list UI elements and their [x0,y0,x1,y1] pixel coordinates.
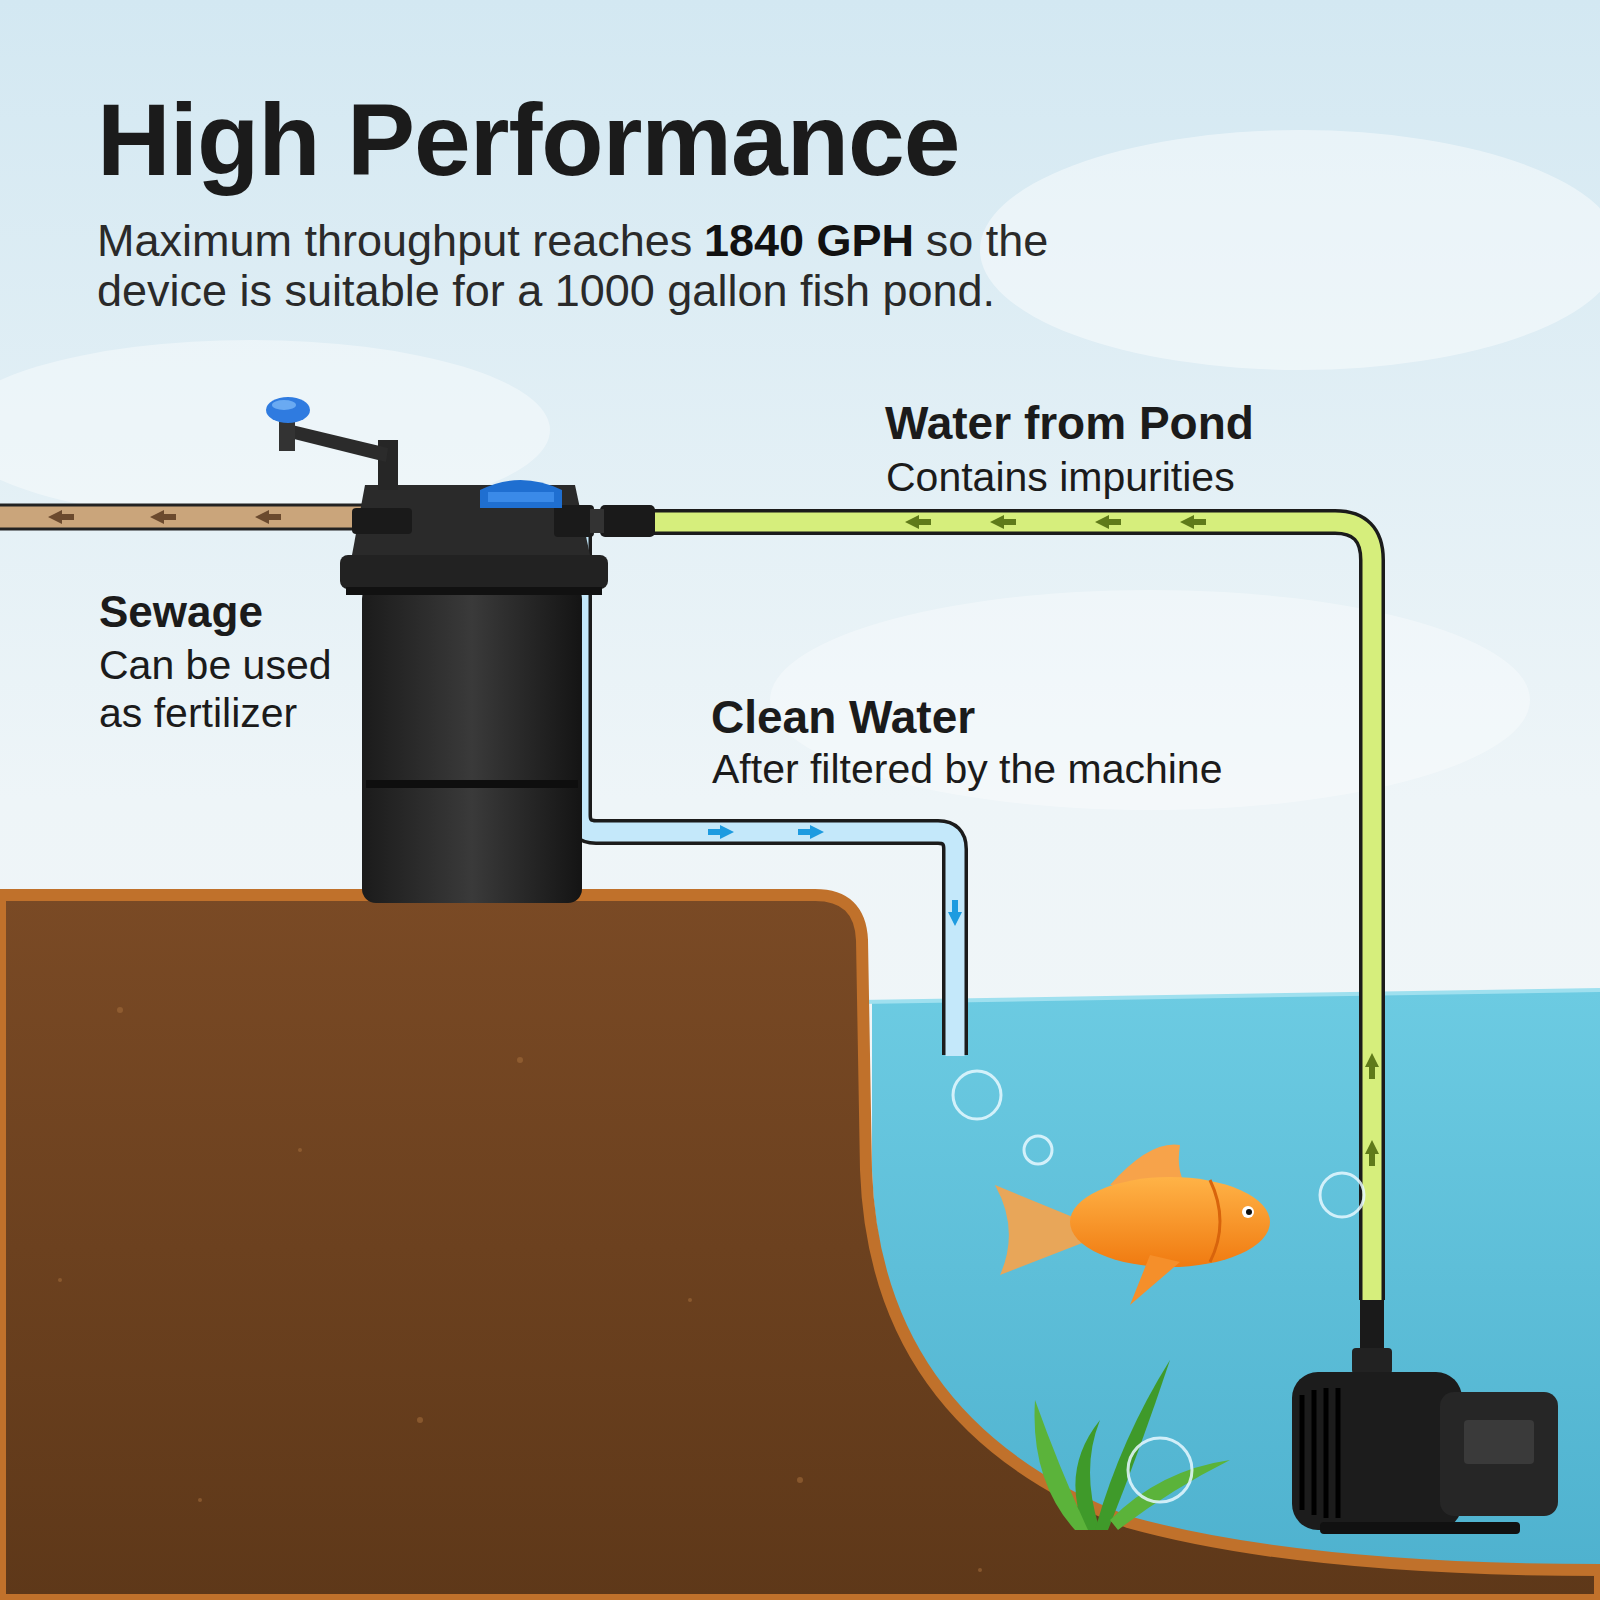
goldfish [995,1145,1270,1306]
note-text: Contains impurities [886,453,1406,502]
note-text: Can be used as fertilizer [99,641,364,738]
water-surface [860,990,1600,1002]
sewage-pipe [0,505,365,529]
title: High Performance [97,82,1197,199]
inlet-pipe-outline [640,522,1372,1300]
bubbles [953,1071,1364,1502]
soil-specks [58,1007,982,1572]
cloud [980,130,1600,370]
flow-arrows [905,515,1379,1166]
section-heading: Sewage [99,586,399,639]
submersible-pump [1292,1300,1558,1534]
highlight-figure: 1840 GPH [704,215,914,266]
note-text: After filtered by the machine [712,745,1332,794]
flow-arrows [708,825,962,926]
water-plant [1035,1360,1231,1530]
section-heading: Clean Water [711,690,1231,745]
subtitle-text: Maximum throughput reaches [97,215,692,266]
subtitle: Maximum throughput reaches1840 GPHso the… [97,216,1127,317]
flow-arrows [48,510,281,524]
inlet-pipe [640,522,1372,1300]
section-heading: Water from Pond [885,396,1405,451]
